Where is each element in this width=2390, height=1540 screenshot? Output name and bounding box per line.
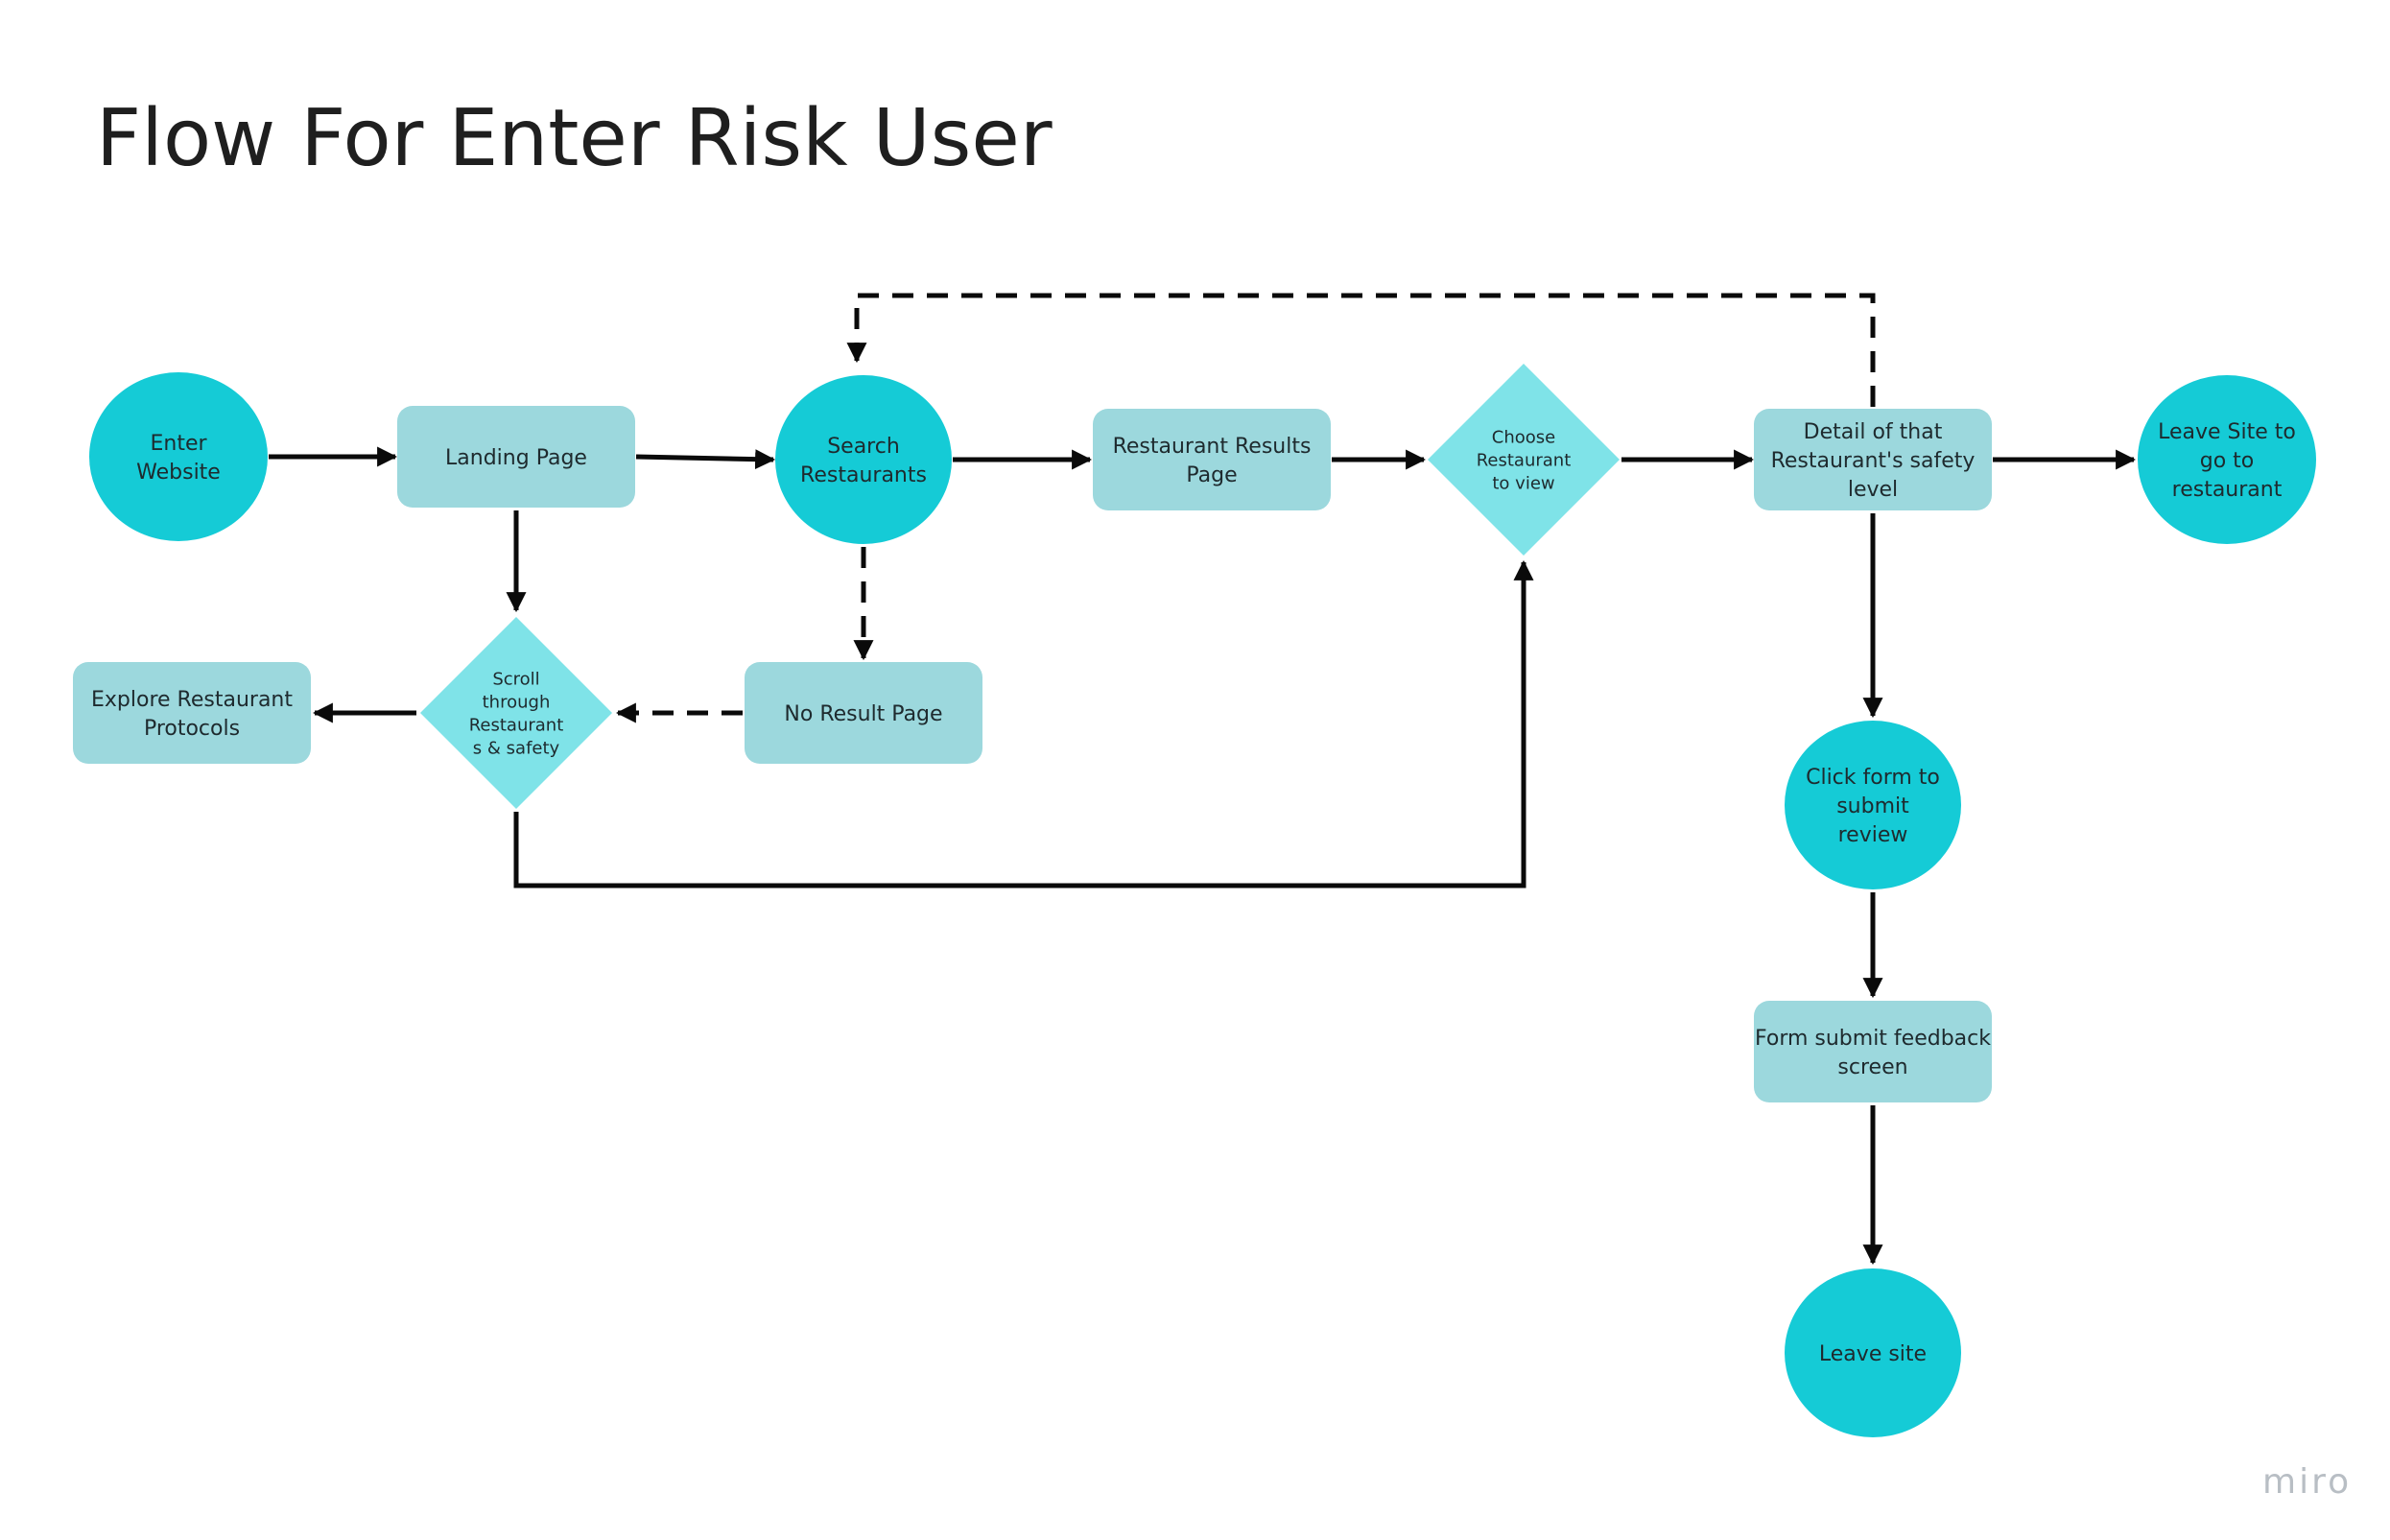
no-result-page-label-line: No Result Page <box>784 702 942 726</box>
search-restaurants-label-line: Search <box>827 435 900 459</box>
detail-safety-level-box-shape <box>1754 409 1992 510</box>
enter-website-label-line: Website <box>136 461 221 485</box>
no-result-page-label: No Result Page <box>784 702 942 726</box>
leave-site-to-restaurant-label-line: restaurant <box>2172 478 2283 502</box>
edge-landing-page-to-search-restaurants <box>635 449 776 470</box>
click-form-label-line: Click form to <box>1806 766 1940 790</box>
landing-page-label-line: Landing Page <box>445 446 587 470</box>
explore-protocols-box-shape <box>73 662 311 764</box>
leave-site-label: Leave site <box>1819 1342 1927 1366</box>
node-click-form[interactable]: Click form to submit review <box>1785 721 1961 889</box>
node-leave-site-to-restaurant[interactable]: Leave Site to go to restaurant <box>2138 375 2316 544</box>
restaurant-results-page-label-line: Page <box>1186 463 1237 487</box>
explore-protocols-label-line: Explore Restaurant <box>91 688 293 712</box>
scroll-through-label-line: through <box>483 692 551 712</box>
edge-scroll-through-to-choose-restaurant <box>513 559 1534 888</box>
edges-layer <box>269 293 2137 1266</box>
leave-site-to-restaurant-label-line: Leave Site to <box>2158 420 2296 444</box>
click-form-circle-shape <box>1785 721 1961 889</box>
leave-site-to-restaurant-label: Leave Site to go to restaurant <box>2158 420 2296 502</box>
detail-safety-level-label-line: Restaurant's safety <box>1771 449 1976 473</box>
search-restaurants-circle-shape <box>775 375 952 544</box>
form-feedback-label: Form submit feedback screen <box>1755 1027 1991 1079</box>
edge-detail-safety-level-to-search-restaurants <box>846 293 1876 407</box>
scroll-through-label-line: s & safety <box>473 738 560 758</box>
click-form-label-line: review <box>1838 823 1908 847</box>
node-leave-site[interactable]: Leave site <box>1785 1268 1961 1437</box>
no-result-page-box-shape <box>745 662 982 764</box>
leave-site-label-line: Leave site <box>1819 1342 1927 1366</box>
landing-page-box-shape <box>397 406 635 508</box>
detail-safety-level-label-line: level <box>1848 478 1898 502</box>
miro-watermark: miro <box>2262 1462 2352 1502</box>
scroll-through-label-line: Restaurant <box>469 715 564 735</box>
form-feedback-box-shape <box>1754 1001 1992 1102</box>
form-feedback-label-line: Form submit feedback <box>1755 1027 1991 1051</box>
landing-page-label: Landing Page <box>445 446 587 470</box>
choose-restaurant-label-line: Restaurant <box>1477 450 1572 470</box>
restaurant-results-page-label-line: Restaurant Results <box>1113 435 1312 459</box>
diagram-title: Flow For Enter Risk User <box>96 93 1053 184</box>
click-form-label: Click form to submit review <box>1806 766 1940 847</box>
restaurant-results-page-box-shape <box>1093 409 1331 510</box>
detail-safety-level-label-line: Detail of that <box>1804 420 1943 444</box>
leave-site-to-restaurant-label-line: go to <box>2200 449 2255 473</box>
node-form-feedback[interactable]: Form submit feedback screen <box>1754 1001 1992 1102</box>
choose-restaurant-label-line: Choose <box>1492 427 1555 447</box>
leave-site-circle-shape <box>1785 1268 1961 1437</box>
scroll-through-label-line: Scroll <box>492 669 539 689</box>
search-restaurants-label-line: Restaurants <box>800 463 927 487</box>
node-landing-page[interactable]: Landing Page <box>397 406 635 508</box>
choose-restaurant-label-line: to view <box>1492 473 1554 493</box>
click-form-label-line: submit <box>1836 794 1909 818</box>
node-no-result-page[interactable]: No Result Page <box>745 662 982 764</box>
leave-site-to-restaurant-circle-shape <box>2138 375 2316 544</box>
enter-website-label-line: Enter <box>150 432 207 456</box>
choose-restaurant-diamond-shape <box>1428 364 1620 556</box>
scroll-through-diamond-shape <box>420 617 612 809</box>
form-feedback-label-line: screen <box>1837 1055 1907 1079</box>
explore-protocols-label-line: Protocols <box>144 717 240 741</box>
enter-website-circle-shape <box>89 372 268 541</box>
